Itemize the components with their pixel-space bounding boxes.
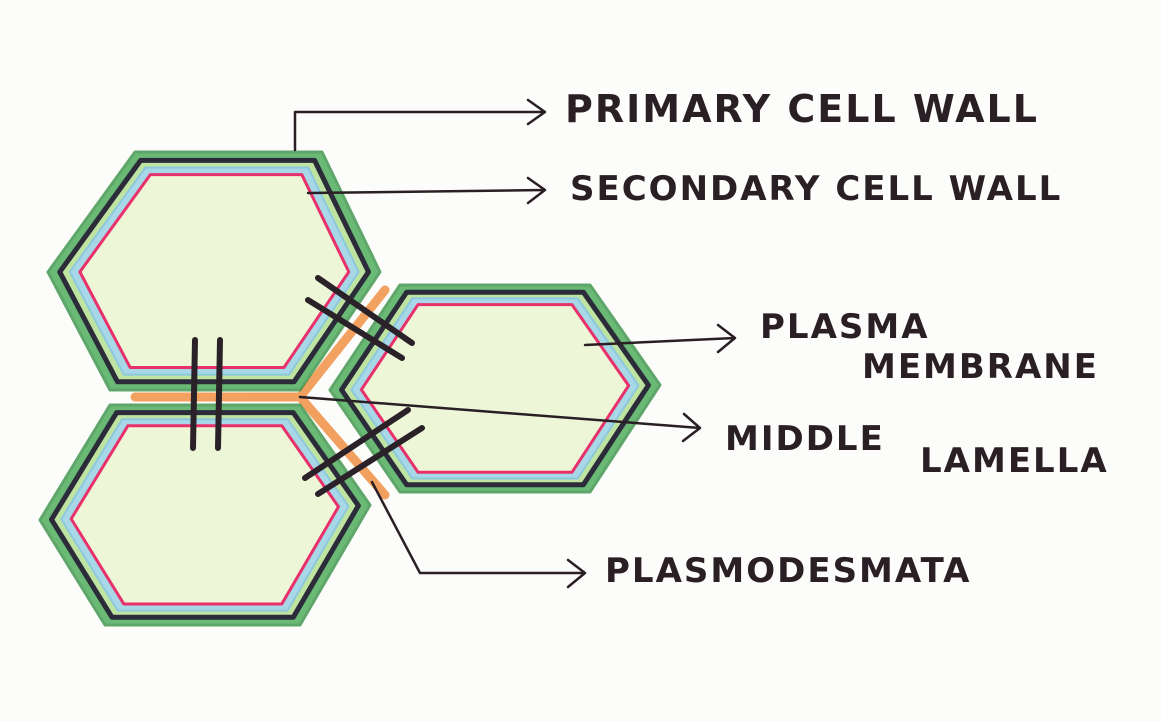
arrow-plasmodesmata (370, 480, 587, 589)
label-primary-cell-wall: PRIMARY CELL WALL (565, 87, 1039, 131)
cell-right (328, 283, 662, 494)
arrow-plasma-membrane (583, 323, 737, 354)
arrow-secondary-cell-wall (306, 176, 547, 205)
arrow-primary-cell-wall (293, 98, 547, 152)
cell-top-left (46, 150, 382, 392)
label-membrane: MEMBRANE (862, 347, 1099, 387)
plasmodesmata-channels (190, 275, 425, 497)
label-secondary-cell-wall: SECONDARY CELL WALL (570, 169, 1062, 209)
plasma-membrane (78, 173, 351, 369)
plasma-membrane (69, 424, 340, 606)
label-plasmodesmata: PLASMODESMATA (605, 551, 971, 591)
arrow-middle-lamella (298, 395, 702, 443)
cell-bottom-left (38, 403, 372, 627)
label-plasma: PLASMA (760, 307, 930, 347)
label-middle: MIDDLE (725, 419, 885, 459)
label-lamella: LAMELLA (920, 441, 1109, 481)
plasma-membrane (359, 303, 631, 474)
